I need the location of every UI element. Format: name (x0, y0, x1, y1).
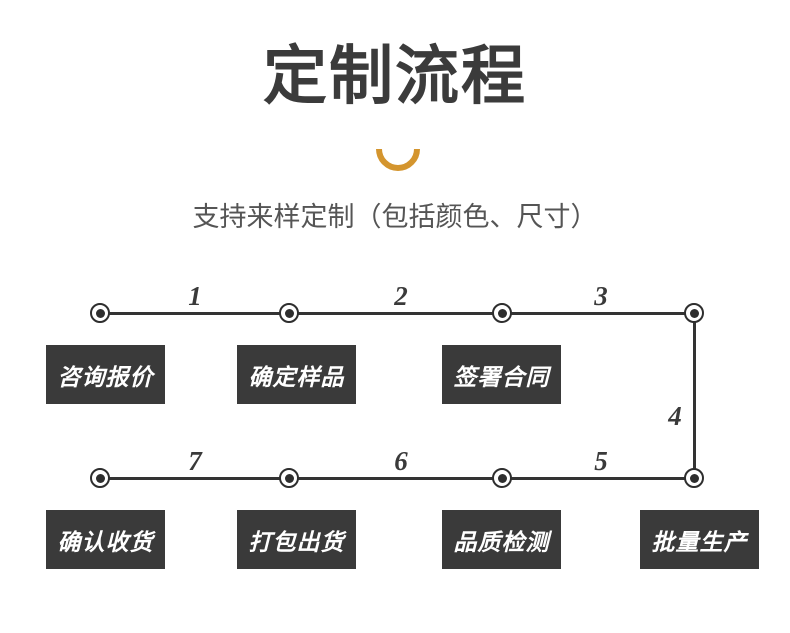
flow-step-box-mass-production: 批量生产 (640, 510, 759, 569)
flow-step-box-confirm-sample: 确定样品 (237, 345, 356, 404)
flow-node-bottom-2 (279, 468, 299, 488)
flow-node-bottom-3 (492, 468, 512, 488)
step-number-3: 3 (594, 281, 608, 311)
flow-line-right-connector (692, 313, 696, 479)
flow-step-box-confirm-receipt: 确认收货 (46, 510, 165, 569)
step-number-6: 6 (394, 446, 408, 476)
step-number-4: 4 (668, 401, 682, 431)
flow-node-top-1 (90, 303, 110, 323)
flow-node-bottom-4 (684, 468, 704, 488)
flow-step-box-consult-quote: 咨询报价 (46, 345, 165, 404)
flow-line-bottom (100, 476, 695, 480)
arc-divider-icon (376, 148, 420, 171)
flow-line-top (100, 311, 695, 315)
step-number-5: 5 (594, 446, 608, 476)
step-number-1: 1 (188, 281, 202, 311)
flow-node-top-4 (684, 303, 704, 323)
flow-step-box-sign-contract: 签署合同 (442, 345, 561, 404)
page-title: 定制流程 (263, 40, 527, 112)
flow-node-top-2 (279, 303, 299, 323)
flow-step-box-quality-inspection: 品质检测 (442, 510, 561, 569)
flow-step-box-pack-ship: 打包出货 (237, 510, 356, 569)
flow-node-bottom-1 (90, 468, 110, 488)
flow-node-top-3 (492, 303, 512, 323)
page-subtitle: 支持来样定制（包括颜色、尺寸） (192, 202, 598, 232)
step-number-7: 7 (188, 446, 202, 476)
step-number-2: 2 (394, 281, 408, 311)
